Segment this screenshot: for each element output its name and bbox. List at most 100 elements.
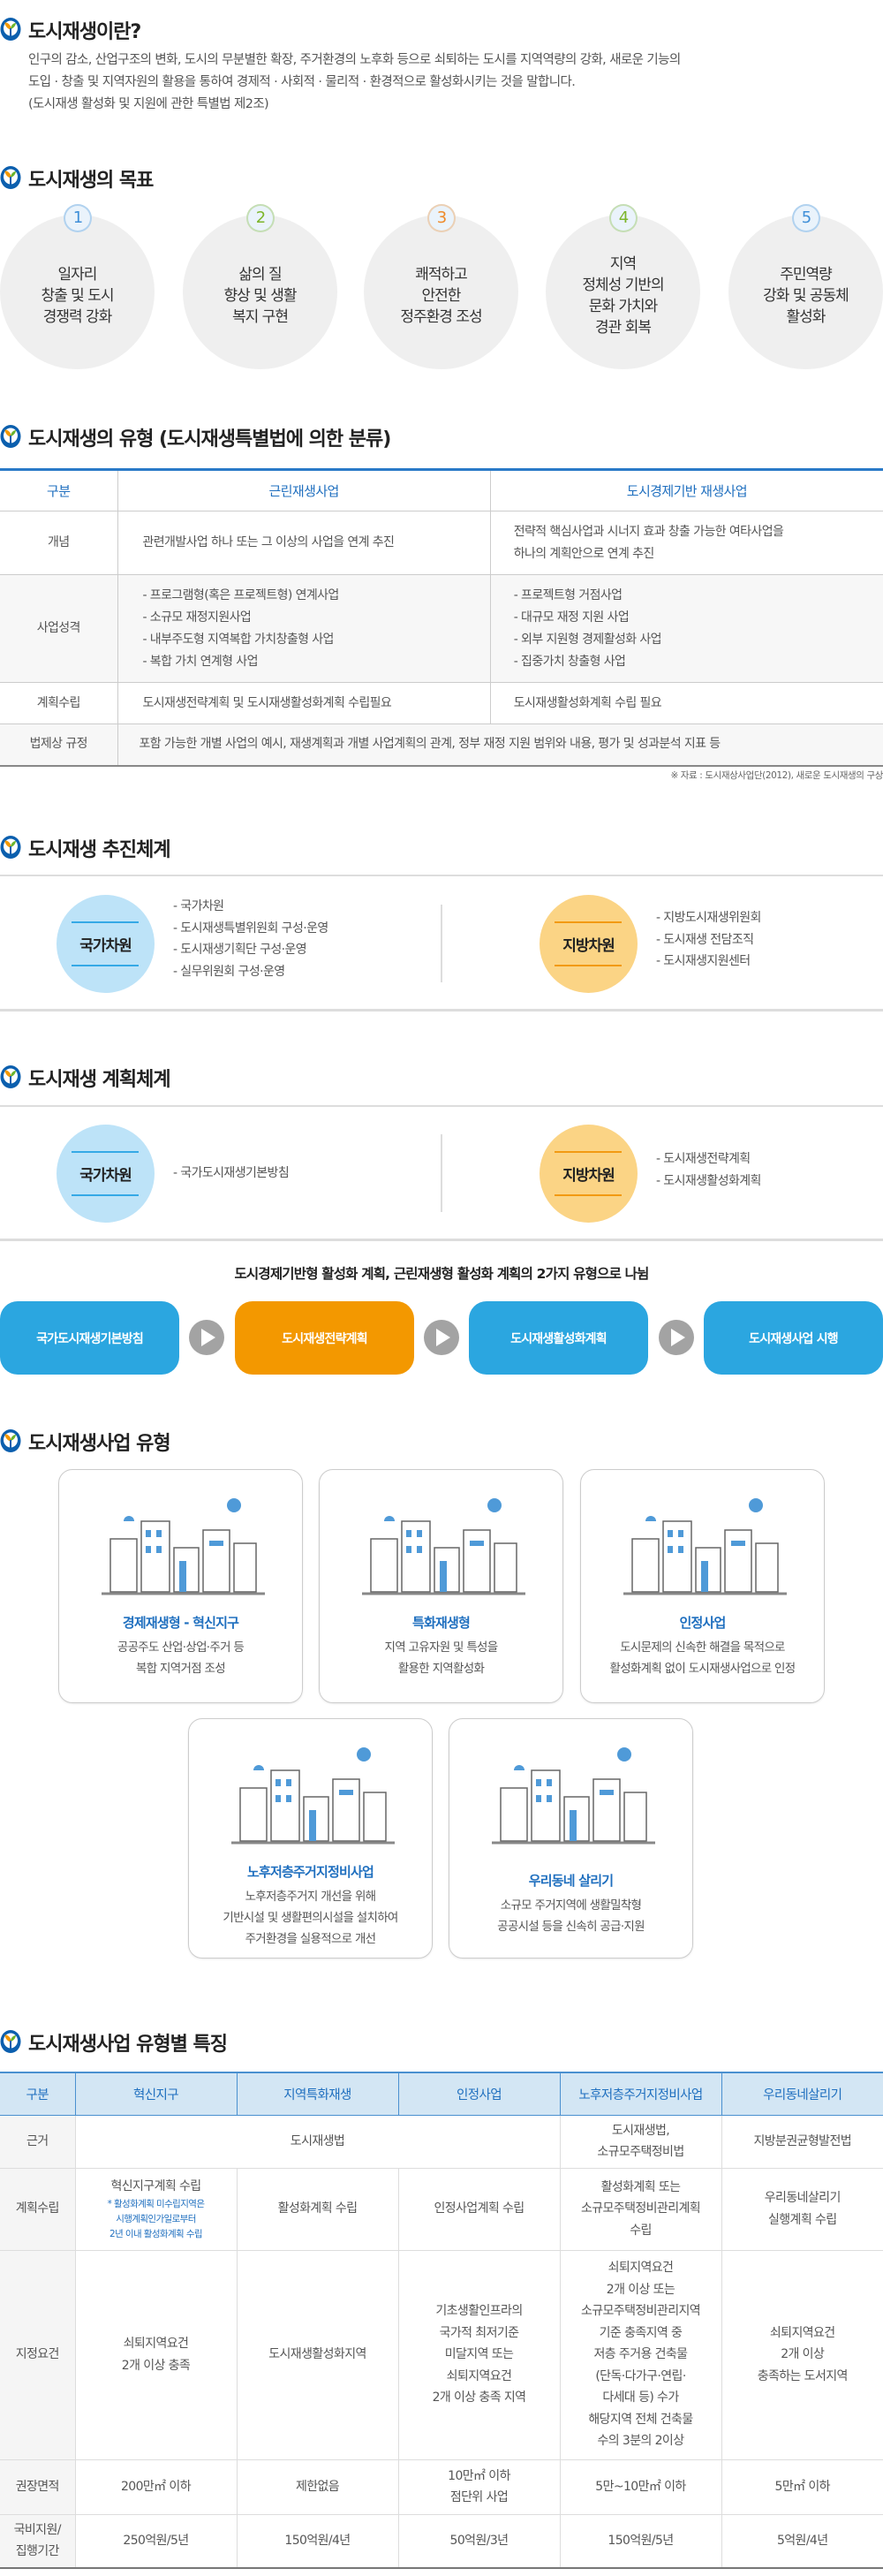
table-cell: 쇠퇴지역요건 2개 이상 충족하는 도서지역 [721, 2250, 883, 2460]
table-cell: 제한없음 [236, 2459, 398, 2515]
local-level-badge: 지방차원 [540, 895, 638, 993]
table-row: 지정요건 쇠퇴지역요건 2개 이상 충족 도시재생활성화지역 기초생활인프라의 … [0, 2250, 883, 2460]
header-cell: 우리동네살리기 [721, 2072, 883, 2116]
header-cell: 도시경제기반 재생사업 [489, 469, 883, 511]
list-item: - 국가도시재생기본방침 [173, 1166, 290, 1180]
section-title-goals: 도시재생의 목표 [0, 164, 154, 193]
cell-line: - 프로젝트형 거점사업 [513, 587, 623, 602]
row-label: 권장면적 [0, 2459, 75, 2515]
section-title-types: 도시재생의 유형 (도시재생특별법에 의한 분류) [0, 423, 391, 451]
local-level-list: - 도시재생전략계획 - 도시재생활성화계획 [656, 1148, 761, 1192]
list-item: - 도시재생특별위원회 구성·운영 [173, 921, 328, 936]
table-row: 계획수립 혁신지구계획 수립* 활성화계획 미수립지역은 시행계획인가일로부터 … [0, 2168, 883, 2251]
sprout-logo-icon [0, 836, 21, 860]
divider [0, 1105, 883, 1107]
cell-line: 하나의 계획안으로 연계 추진 [513, 546, 655, 561]
sprout-logo-icon [0, 425, 21, 450]
header-cell: 인정사업 [397, 2072, 561, 2116]
table-cell: 우리동네살리기 실행계획 수립 [721, 2168, 883, 2251]
goal-text: 주민역량 강화 및 공동체 활성화 [763, 265, 849, 326]
cell-text: 혁신지구계획 수립 [110, 2178, 201, 2193]
table-cell: 5억원/4년 [721, 2514, 883, 2569]
header-cell: 노후저층주거지정비사업 [559, 2072, 722, 2116]
goal-text: 지역 정체성 기반의 문화 가치와 경관 회복 [582, 254, 664, 337]
cell-line: - 프로그램형(혹은 프로젝트형) 연계사업 [142, 587, 340, 602]
card-description: 도시문제의 신속한 해결을 목적으로 활성화계획 없이 도시재생사업으로 인정 [609, 1640, 796, 1676]
table-cell: 활성화계획 수립 [236, 2168, 398, 2251]
list-item: - 도시재생지원센터 [656, 954, 751, 968]
list-item: - 실무위원회 구성·운영 [173, 964, 285, 979]
table-cell: - 프로그램형(혹은 프로젝트형) 연계사업 - 소규모 재정지원사업 - 내부주도… [117, 574, 491, 683]
national-level-badge: 국가차원 [57, 895, 155, 993]
sprout-logo-icon [0, 18, 21, 42]
divider [0, 1239, 883, 1241]
sprout-logo-icon [0, 1429, 21, 1454]
flow-step-project-execution: 도시재생사업 시행 [704, 1301, 883, 1375]
cell-line: - 집중가치 창출형 사업 [513, 654, 626, 669]
divider [0, 1009, 883, 1011]
section-title-planning: 도시재생 계획체계 [0, 1064, 171, 1092]
goal-circle: 3 쾌적하고 안전한 정주환경 조성 [364, 204, 518, 369]
row-label: 개념 [0, 511, 117, 575]
cell-line: - 내부주도형 지역복합 가치창출형 사업 [142, 632, 335, 647]
project-features-table: 구분 혁신지구 지역특화재생 인정사업 노후저층주거지정비사업 우리동네살리기 … [0, 2072, 883, 2569]
table-cell: 도시재생활성화계획 수립 필요 [489, 682, 883, 724]
cell-line: - 소규모 재정지원사업 [142, 610, 252, 625]
row-label: 근거 [0, 2115, 75, 2169]
table-cell: 도시재생활성화지역 [236, 2250, 398, 2460]
arrow-right-icon [424, 1320, 459, 1355]
cell-line: - 대규모 재정 지원 사업 [513, 610, 630, 625]
project-type-card: 노후저층주거지정비사업 노후저층주거지 개선을 위해 기반시설 및 생활편의시설… [188, 1718, 433, 1959]
table-row: 법제상 규정 포함 가능한 개별 사업의 예시, 재생계획과 개별 사업계획의 … [0, 724, 883, 767]
header-cell: 구분 [0, 469, 117, 511]
table-cell: 도시재생전략계획 및 도시재생활성화계획 수립필요 [117, 682, 491, 724]
project-type-card: 특화재생형 지역 고유자원 및 특성을 활용한 지역활성화 [319, 1469, 563, 1703]
table-cell: 관련개발사업 하나 또는 그 이상의 사업을 연계 추진 [117, 511, 491, 575]
list-item: - 도시재생전략계획 [656, 1152, 751, 1166]
goal-number-badge: 3 [427, 204, 456, 232]
table-cell: 200만㎡ 이하 [74, 2459, 237, 2515]
table-cell: - 프로젝트형 거점사업 - 대규모 재정 지원 사업 - 외부 지원형 경제활성화… [489, 574, 883, 683]
table-cell: 포함 가능한 개별 사업의 예시, 재생계획과 개별 사업계획의 관계, 정부 … [117, 724, 883, 767]
table-row: 권장면적 200만㎡ 이하 제한없음 10만㎡ 이하 점단위 사업 5만~10만… [0, 2459, 883, 2515]
national-level-list: - 국가도시재생기본방침 [173, 1163, 290, 1185]
sprout-logo-icon [0, 166, 21, 191]
local-level-badge: 지방차원 [540, 1125, 638, 1223]
source-note: ※ 자료 : 도시재상사업단(2012), 새로운 도시재생의 구상 [670, 770, 883, 781]
list-item: - 도시재생 전담조직 [656, 932, 754, 947]
goal-text: 삶의 질 향상 및 생활 복지 구현 [223, 265, 297, 326]
list-item: - 도시재생기획단 구성·운영 [173, 943, 307, 957]
row-label: 사업성격 [0, 574, 117, 683]
table-row: 계획수립 도시재생전략계획 및 도시재생활성화계획 수립필요 도시재생활성화계획… [0, 682, 883, 724]
national-level-list: - 국가차원 - 도시재생특별위원회 구성·운영 - 도시재생기획단 구성·운영… [173, 896, 328, 982]
local-level-list: - 지방도시재생위원회 - 도시재생 전담조직 - 도시재생지원센터 [656, 907, 761, 973]
flow-step-strategy-plan: 도시재생전략계획 [235, 1301, 414, 1375]
card-description: 소규모 주거지역에 생활밀착형 공공시설 등을 신속히 공급·지원 [497, 1898, 645, 1934]
table-cell: 5만~10만㎡ 이하 [559, 2459, 721, 2515]
flow-step-national-policy: 국가도시재생기본방침 [0, 1301, 179, 1375]
cell-line: - 외부 지원형 경제활성화 사업 [513, 632, 662, 647]
row-label: 국비지원/ 집행기간 [0, 2514, 75, 2569]
table-cell: 활성화계획 또는 소규모주택정비관리계획 수립 [559, 2168, 721, 2251]
table-cell: 인정사업계획 수립 [397, 2168, 560, 2251]
goal-text: 일자리 창출 및 도시 경쟁력 강화 [41, 265, 114, 326]
row-label: 계획수립 [0, 2168, 75, 2251]
table-cell: 250억원/5년 [74, 2514, 237, 2569]
goal-text: 쾌적하고 안전한 정주환경 조성 [400, 265, 482, 326]
project-type-card: 경제재생형 - 혁신지구 공공주도 산업·상업·주거 등 복합 지역거점 조성 [58, 1469, 303, 1703]
divider [0, 875, 883, 876]
sprout-logo-icon [0, 2030, 21, 2055]
table-cell: 150억원/4년 [236, 2514, 398, 2569]
table-cell: 지방분권균형발전법 [721, 2115, 883, 2169]
section-title-project-types: 도시재생사업 유형 [0, 1428, 171, 1456]
national-level-badge: 국가차원 [57, 1125, 155, 1223]
card-title: 경제재생형 - 혁신지구 [122, 1615, 239, 1631]
project-type-card: 인정사업 도시문제의 신속한 해결을 목적으로 활성화계획 없이 도시재생사업으… [580, 1469, 825, 1703]
header-cell: 지역특화재생 [236, 2072, 399, 2116]
sprout-logo-icon [0, 1065, 21, 1090]
neighborhood-houses-illustration-icon [483, 1744, 660, 1850]
